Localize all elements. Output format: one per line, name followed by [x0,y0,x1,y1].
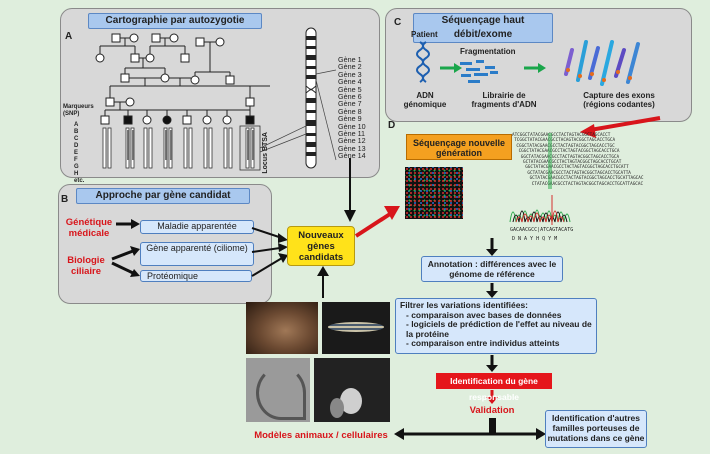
filtrer-title: Filtrer les variations identifiées: [400,300,529,310]
filtrer-item: - comparaison avec bases de données [406,309,562,320]
gene-item: Gène 4 [338,77,362,87]
arrow-green-1 [440,63,462,73]
marker-letter: G [74,164,79,170]
gene-item: Gène 10 [338,121,366,131]
validation-label: Validation [469,405,515,416]
proteomique-box: Protéomique [140,270,252,282]
read-line: GGCTATACGAACGCCTACTAGTACGGCTAGCACCTGCA [520,154,620,160]
dna-helix [416,41,430,83]
gene-item: Gène 9 [338,114,362,124]
panel-b-title: Approche par gène candidat [76,188,250,204]
gene-item: Gène 12 [338,136,366,146]
marker-letter: C [74,136,79,142]
gene-item: Gène 14 [338,151,366,161]
fragmentation-label: Fragmentation [460,47,516,56]
read-line: GCTATACGAACGCCTACTAGTACGGCTAGCACCTGCATTA… [529,176,644,182]
exon-capture [564,40,640,86]
panel-c-letter: C [394,17,402,28]
gene-item: Gène 1 [338,55,362,64]
gene-item: Gène 3 [338,69,362,79]
autres-familles-box: Identification d'autres familles porteus… [545,410,647,448]
maladie-apparentee-box: Maladie apparentée [140,220,254,234]
gene-item: Gène 8 [338,106,362,116]
marker-letter: etc. [74,178,85,184]
gene-item: Gène 6 [338,92,362,102]
gene-item: Gène 7 [338,99,362,109]
read-line: CGGCTATACGAACGCCTACTAGTACGGCTAGCACCTGC [516,143,615,149]
chromatogram-seq: GACAACGCC|ATCAGTACATG [510,227,574,233]
nouveaux-genes-box: Nouveaux gènes candidats [287,226,355,266]
arrow-green-2 [524,63,546,73]
filtrer-item: - logiciels de prédiction de l'effet au … [406,319,592,339]
mouse-image [246,302,318,354]
chromosome [305,27,317,169]
read-line: GCTATACGAACGCCTACTAGTACGGCTAGCACCTGCATTA [527,170,631,176]
capture-exons-label: Capture des exons (régions codantes) [583,91,655,109]
chromatogram-aa: D N A Y H Q Y M [512,236,558,242]
read-line: ATCGGCTATACGAACGCCTACTAGTACGGCTAGCACCT [512,133,611,138]
modeles-animaux-label: Modèles animaux / cellulaires [254,430,388,441]
filtrer-items: - comparaison avec bases de données- log… [400,309,592,349]
biologie-ciliaire-label: Biologie ciliaire [67,255,105,277]
identification-box: Identification du gène responsable [436,373,552,402]
patient-label: Patient [411,30,438,39]
filtrer-item: - comparaison entre individus atteints [406,338,560,348]
read-line: GCTATACGAACGCCTACTAGTACGGCTAGCACCTGCAT [523,160,622,166]
genetique-medicale-label: Génétique médicale [65,217,113,239]
flowcell-image [405,167,463,219]
chlamydomonas-image [314,358,390,422]
read-line: CGGCTATACGAACGCCTACTAGTACGGCTAGCACCTGCA [518,149,620,155]
panel-a-title: Cartographie par autozygotie [88,13,262,29]
markers-label: Marqueurs (SNP) [63,104,94,117]
seq-title-box: Séquençage nouvelle génération [406,134,512,160]
panel-c-title: Séquençage haut débit/exome [413,13,553,43]
gene-item: Gène 5 [338,84,362,94]
marker-letter: A [74,122,79,128]
nouveaux-genes-label: Nouveaux gènes candidats [298,230,344,263]
annotation-box: Annotation : différences avec le génome … [421,256,563,282]
filtrer-box: Filtrer les variations identifiées: - co… [395,298,597,354]
marker-letter: H [74,171,79,177]
marker-letter: D [74,143,79,149]
marker-letter: F [74,157,78,163]
gene-item: Gène 13 [338,143,366,153]
zebrafish-image [322,302,390,354]
nematode-image [246,358,310,422]
identification-label: Identification du gène responsable [450,376,538,402]
panel-d-letter: D [388,120,396,131]
seq-title-label: Séquençage nouvelle génération [412,138,506,158]
gene-apparente-box: Gène apparenté (ciliome) [140,242,254,266]
read-line: GGCTATACGAACGCCTACTAGTACGGCTAGCACCTGCATT [525,165,629,171]
adn-genomique-label: ADN génomique [403,91,447,109]
marker-letter: E [74,150,79,156]
panel-a-letter: A [65,31,73,42]
marker-letter: B [74,129,79,135]
panel-b-letter: B [61,194,69,205]
read-line: CTATACGAACGCCTACTAGTACGGCTAGCACCTGCATTAG… [531,181,644,187]
gene-item: Gène 2 [338,62,362,72]
librairie-label: Librairie de fragments d'ADN [471,91,537,109]
gene-item: Gène 11 [338,129,366,139]
fragment-bars [460,60,498,83]
read-line: TCGGCTATACGAACGCCTACAGTACGGCTAGCACCTGCA [514,138,616,144]
